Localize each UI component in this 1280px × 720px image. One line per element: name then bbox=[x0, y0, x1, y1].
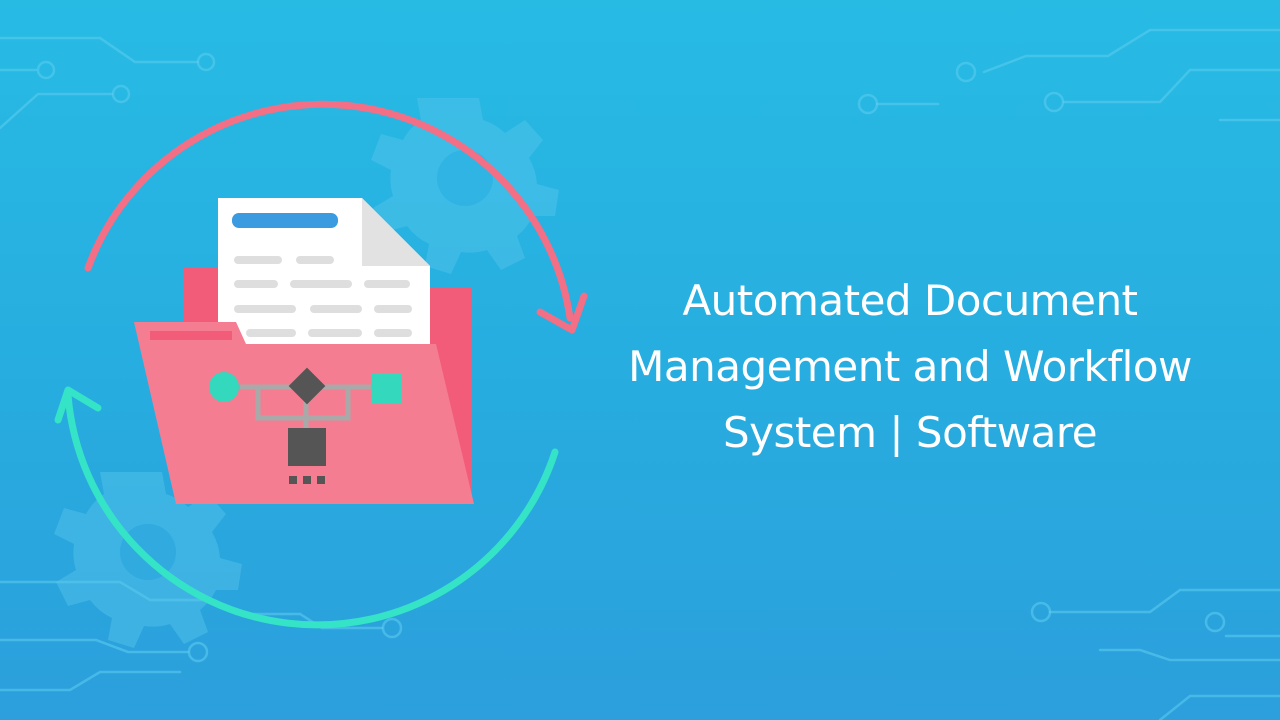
teal-arrowhead bbox=[54, 386, 102, 424]
pink-arrowhead bbox=[536, 292, 588, 334]
folder-tab-strip bbox=[150, 331, 232, 340]
folder-icon bbox=[134, 198, 474, 504]
title-line-3: System | Software bbox=[722, 408, 1098, 457]
teal-cycle-arrow bbox=[64, 391, 559, 629]
document-icon bbox=[218, 198, 430, 352]
flowchart-icon bbox=[209, 367, 402, 484]
title-line-2: Management and Workflow bbox=[628, 342, 1192, 391]
cycle-arrows-icon bbox=[54, 100, 588, 629]
document-header-bar bbox=[232, 213, 338, 228]
document-fold bbox=[362, 198, 430, 266]
flowchart-dots bbox=[289, 476, 325, 484]
pink-cycle-arrow bbox=[84, 100, 574, 322]
flowchart-process-node bbox=[288, 428, 326, 466]
gear-icon bbox=[371, 98, 559, 274]
page-title: Automated Document Management and Workfl… bbox=[560, 268, 1260, 466]
flowchart-start-node bbox=[209, 372, 239, 402]
document-text-lines bbox=[234, 256, 412, 337]
title-line-1: Automated Document bbox=[682, 276, 1138, 325]
flowchart-end-node bbox=[371, 373, 402, 404]
circuit-lines-decoration bbox=[0, 28, 1280, 720]
document-workflow-illustration bbox=[54, 100, 588, 629]
flowchart-decision-node bbox=[288, 367, 326, 405]
